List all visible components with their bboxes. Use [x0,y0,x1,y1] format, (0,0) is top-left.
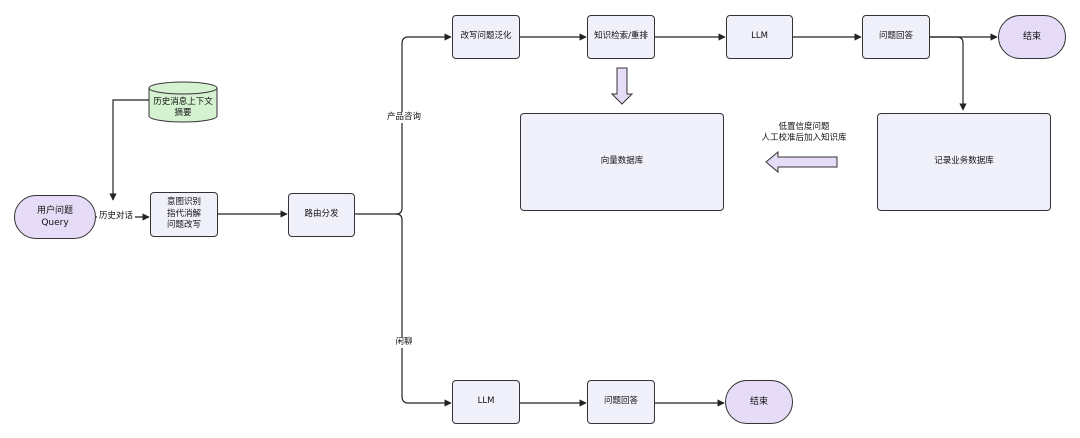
answer-bottom-node[interactable]: 问题回答 [587,380,655,424]
history-summary-label: 历史消息上下文 摘要 [153,97,213,119]
edge-answer-to-record [930,36,967,111]
edge-router-chitchat [395,213,452,407]
end-top-node[interactable]: 结束 [998,15,1066,59]
answer-top-node[interactable]: 问题回答 [862,15,930,59]
history-summary-database [148,81,218,123]
llm-bottom-node[interactable]: LLM [452,380,520,424]
product-consult-label: 产品咨询 [385,112,423,124]
vector-db-node[interactable]: 向量数据库 [520,113,724,211]
history-dialog-label: 历史对话 [97,211,135,223]
retrieve-rerank-node[interactable]: 知识检索/重排 [587,15,655,59]
edge-router-out [355,33,452,215]
edge-history-to-intent [109,99,149,201]
user-query-node[interactable]: 用户问题 Query [14,195,96,239]
hollow-arrow-left [765,150,838,174]
router-node[interactable]: 路由分发 [288,193,355,237]
chitchat-label: 闲聊 [392,337,416,349]
intent-node[interactable]: 意图识别 指代消解 问题改写 [150,192,218,237]
rewrite-generalize-node[interactable]: 改写问题泛化 [452,15,520,59]
end-bottom-node[interactable]: 结束 [725,380,793,424]
llm-top-node[interactable]: LLM [726,15,793,59]
low-confidence-label: 低置信度问题 人工校准后加入知识库 [755,122,853,145]
record-db-node[interactable]: 记录业务数据库 [877,113,1051,211]
hollow-arrow-down [610,67,634,105]
